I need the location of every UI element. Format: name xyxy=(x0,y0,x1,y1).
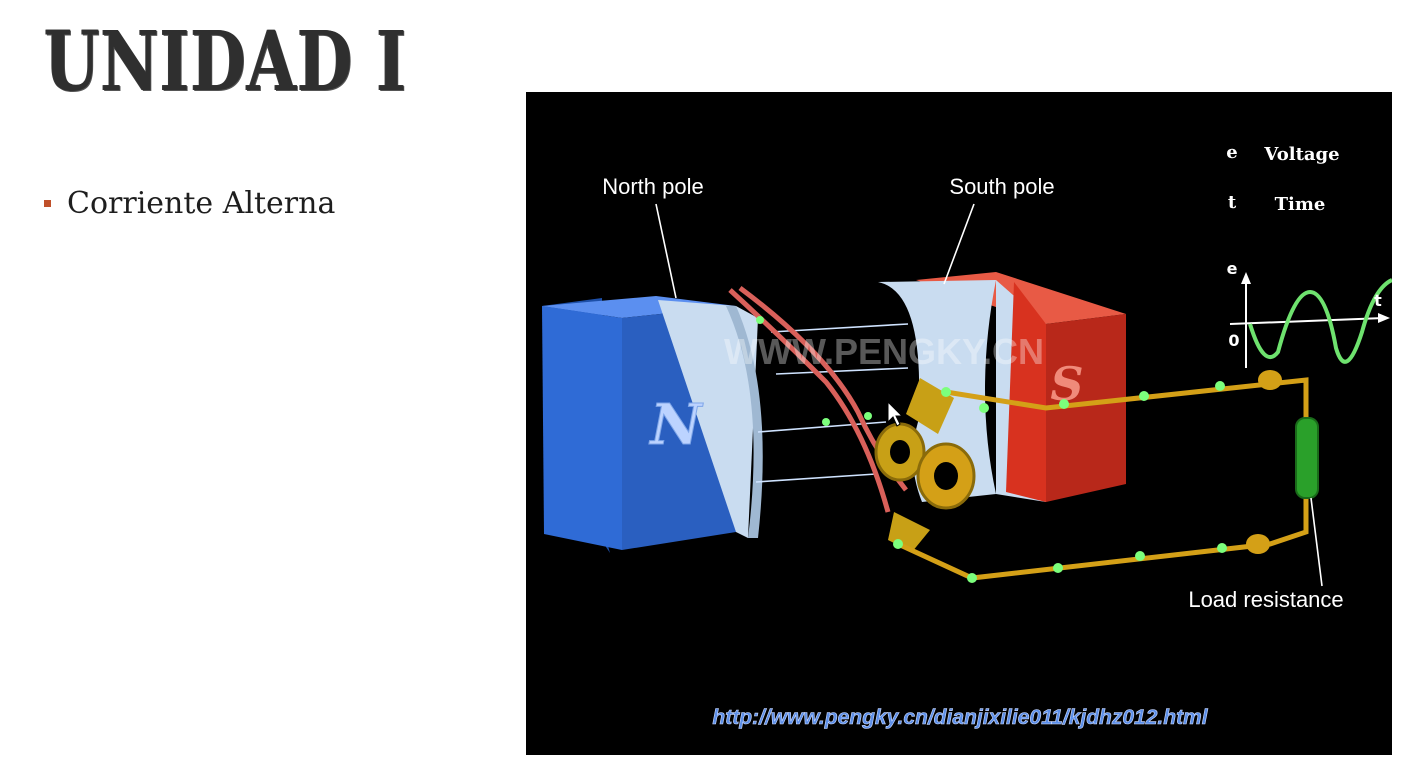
north-letter: N xyxy=(648,392,703,458)
load-resistor xyxy=(1295,417,1319,499)
bullet-item: Corriente Alterna xyxy=(44,184,335,222)
north-pole-pointer xyxy=(655,203,677,299)
voltage-time-graph: e t 0 xyxy=(1227,259,1392,368)
legend-t-symbol: t xyxy=(1228,192,1237,213)
south-pole-pointer xyxy=(943,203,975,285)
graph-origin-label: 0 xyxy=(1228,331,1239,350)
south-magnet xyxy=(878,272,1126,502)
slide-title: UNIDAD I xyxy=(44,14,408,110)
generator-illustration: N S xyxy=(526,92,1392,755)
watermark-text: WWW.PENGKY.CN xyxy=(724,331,1044,372)
mouse-cursor-icon xyxy=(887,400,904,427)
legend-e-symbol: e xyxy=(1226,142,1237,163)
bullet-marker-icon xyxy=(44,199,51,207)
wire-connector xyxy=(1258,370,1282,390)
sine-wave xyxy=(1248,278,1392,364)
north-pole-label: North pole xyxy=(602,174,704,199)
generator-animation-frame[interactable]: N S xyxy=(526,92,1392,755)
legend-voltage-text: Voltage xyxy=(1263,144,1339,165)
graph-t-label: t xyxy=(1374,291,1382,310)
load-resistance-pointer xyxy=(1310,497,1323,587)
wire-connector xyxy=(1246,534,1270,554)
bullet-text: Corriente Alterna xyxy=(67,185,336,221)
load-resistance-label: Load resistance xyxy=(1188,587,1343,612)
current-dots xyxy=(756,316,1227,583)
variable-legend: e Voltage t Time xyxy=(1226,142,1339,215)
south-pole-label: South pole xyxy=(949,174,1054,199)
legend-time-text: Time xyxy=(1275,194,1326,215)
slip-rings xyxy=(874,378,976,552)
bullet-list: Corriente Alterna xyxy=(44,184,335,222)
source-url[interactable]: http://www.pengky.cn/dianjixilie011/kjdh… xyxy=(712,706,1209,730)
graph-e-label: e xyxy=(1227,259,1238,278)
north-magnet xyxy=(542,296,763,553)
